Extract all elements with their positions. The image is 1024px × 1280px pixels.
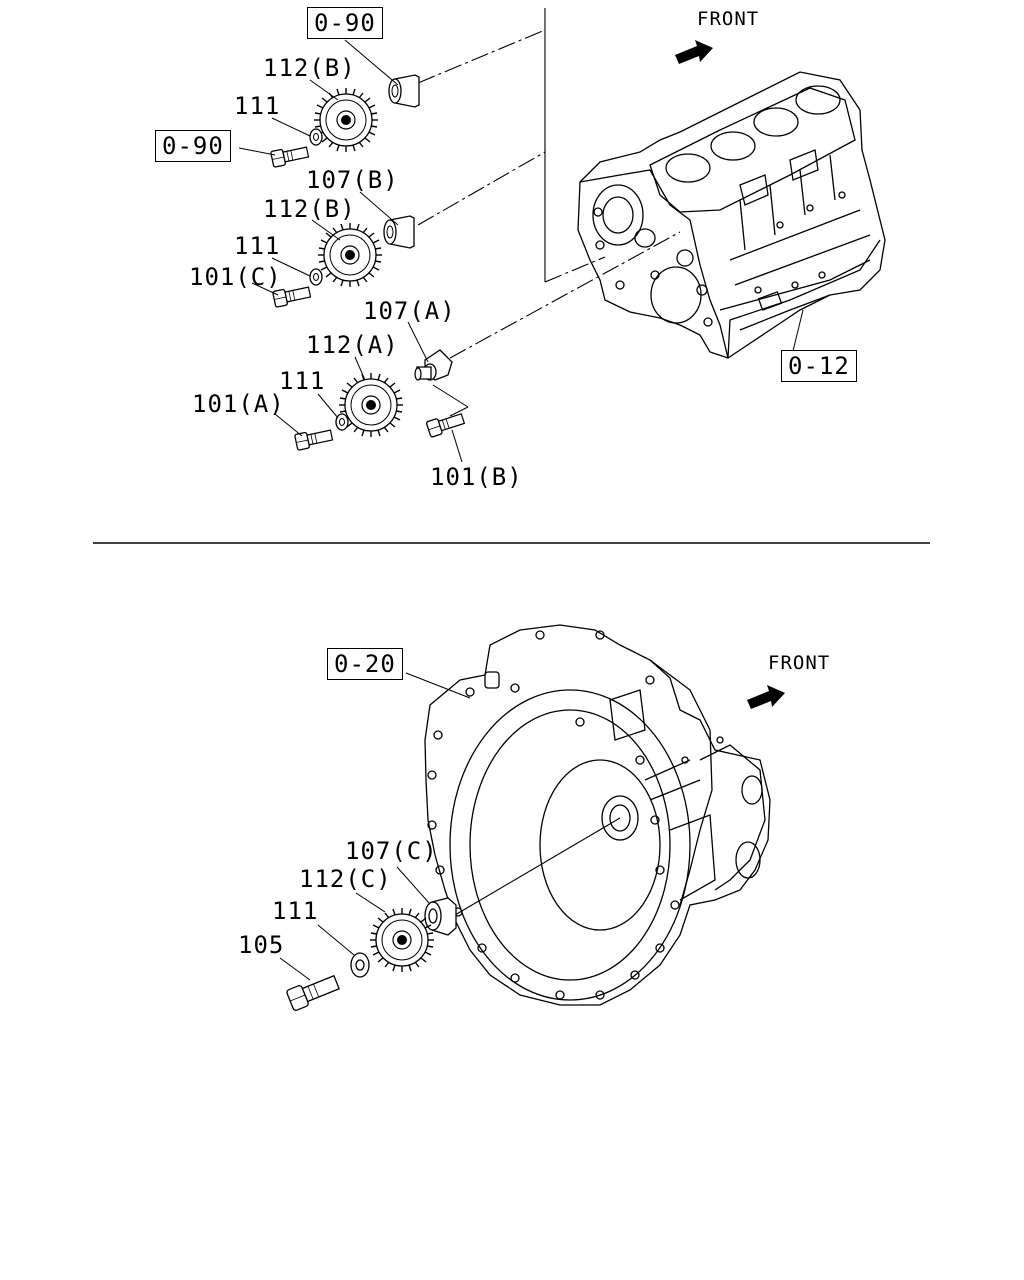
part-label-111-lower[interactable]: 111 (272, 897, 319, 925)
ref-box-0-90-left[interactable]: 0-90 (155, 130, 231, 162)
front-label-lower: FRONT (768, 652, 831, 674)
flywheel-housing (425, 625, 770, 1005)
front-label-upper: FRONT (697, 8, 760, 30)
ref-box-0-12[interactable]: 0-12 (781, 350, 857, 382)
front-arrow-icon-upper (675, 40, 713, 64)
ref-box-0-90-top[interactable]: 0-90 (307, 7, 383, 39)
part-label-112b-2[interactable]: 112(B) (263, 195, 356, 223)
part-label-105[interactable]: 105 (238, 931, 285, 959)
part-label-107b[interactable]: 107(B) (306, 166, 399, 194)
part-label-111-3[interactable]: 111 (279, 367, 326, 395)
part-label-101c[interactable]: 101(C) (189, 263, 282, 291)
part-label-111-1[interactable]: 111 (234, 92, 281, 120)
part-label-107a[interactable]: 107(A) (363, 297, 456, 325)
part-label-101b[interactable]: 101(B) (430, 463, 523, 491)
part-label-112a[interactable]: 112(A) (306, 331, 399, 359)
ref-box-0-20[interactable]: 0-20 (327, 648, 403, 680)
engine-block (578, 72, 885, 358)
part-label-112b-1[interactable]: 112(B) (263, 54, 356, 82)
part-label-111-2[interactable]: 111 (234, 232, 281, 260)
part-label-107c[interactable]: 107(C) (345, 837, 438, 865)
part-label-112c[interactable]: 112(C) (299, 865, 392, 893)
part-label-101a[interactable]: 101(A) (192, 390, 285, 418)
front-arrow-icon-lower (747, 685, 785, 709)
